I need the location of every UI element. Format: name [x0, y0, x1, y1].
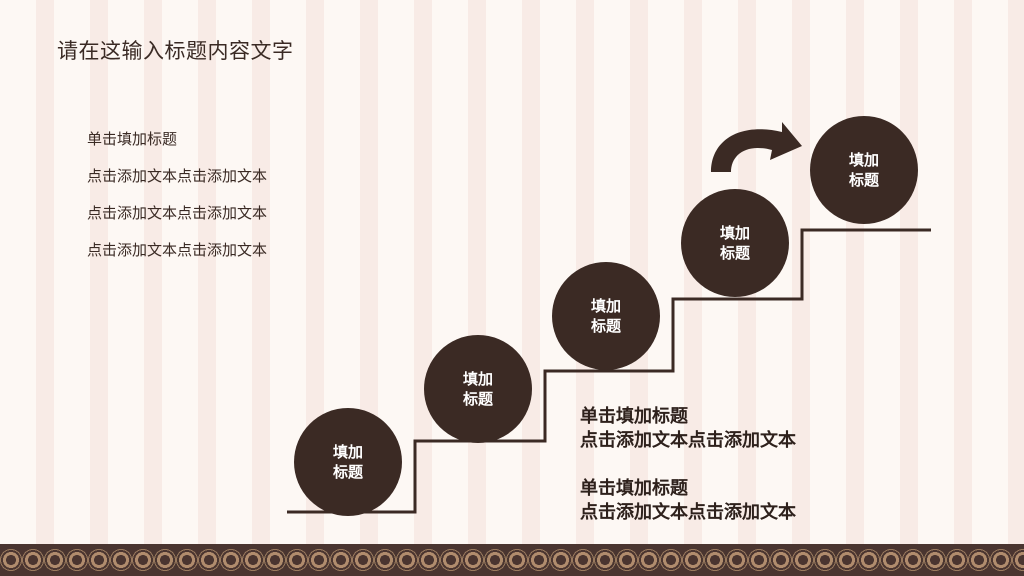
description-heading: 单击填加标题	[580, 478, 688, 499]
description-block-2: 单击填加标题 点击添加文本点击添加文本	[580, 477, 796, 525]
step-circle-5: 填加标题	[810, 116, 918, 224]
description-heading: 单击填加标题	[580, 406, 688, 427]
description-block-1: 单击填加标题 点击添加文本点击添加文本	[580, 405, 796, 453]
step-label: 填加标题	[848, 151, 879, 189]
list-item: 点击添加文本点击添加文本	[87, 204, 268, 222]
list-item: 点击添加文本点击添加文本	[87, 241, 268, 259]
slide-title: 请在这输入标题内容文字	[57, 39, 294, 63]
left-text-list: 单击填加标题 点击添加文本点击添加文本 点击添加文本点击添加文本 点击添加文本点…	[87, 128, 267, 276]
step-circle-1: 填加标题	[294, 408, 402, 516]
decorative-footer-band	[0, 544, 1024, 576]
step-label: 填加标题	[462, 370, 493, 408]
list-item: 点击添加文本点击添加文本	[87, 167, 268, 185]
stair-steps-path	[287, 228, 931, 514]
step-circle-3: 填加标题	[552, 262, 660, 370]
step-label: 填加标题	[332, 443, 363, 481]
step-label: 填加标题	[719, 224, 750, 262]
step-circle-2: 填加标题	[424, 335, 532, 443]
curved-arrow-icon	[711, 122, 802, 172]
description-text: 点击添加文本点击添加文本	[580, 430, 796, 451]
step-circle-4: 填加标题	[681, 189, 789, 297]
step-label: 填加标题	[590, 297, 621, 335]
description-text: 点击添加文本点击添加文本	[580, 502, 796, 523]
list-item-heading: 单击填加标题	[87, 130, 178, 148]
